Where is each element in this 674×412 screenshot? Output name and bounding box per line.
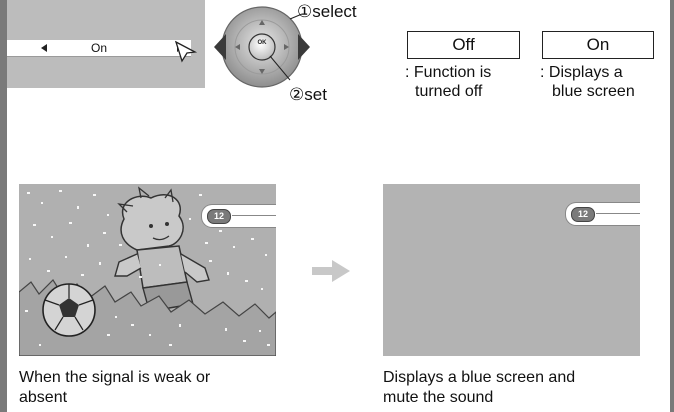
weak-signal-caption-line2: absent <box>19 389 68 406</box>
option-off-desc-line2: turned off <box>415 83 483 100</box>
option-on-label: On <box>542 31 654 59</box>
weak-signal-caption: When the signal is weak or absent <box>19 368 210 408</box>
channel-banner: 12 <box>201 204 276 228</box>
option-off-description: : Function is turned off <box>405 63 491 101</box>
option-on-desc-line2: blue screen <box>552 83 635 100</box>
blue-screen-caption: Displays a blue screen and mute the soun… <box>383 368 575 408</box>
ok-button[interactable]: OK <box>257 40 267 46</box>
channel-number: 12 <box>571 207 595 222</box>
menu-panel: On <box>7 0 205 88</box>
set-callout: ②set <box>289 85 327 104</box>
weak-signal-screen: 12 <box>19 184 276 356</box>
option-off-desc-line1: : Function is <box>405 64 492 81</box>
menu-setting-value: On <box>90 41 107 55</box>
channel-banner-line <box>232 215 276 216</box>
blue-screen-caption-line1: Displays a blue screen and <box>383 369 576 386</box>
blue-screen-caption-line2: mute the sound <box>383 389 494 406</box>
remote-dpad-illustration <box>214 6 310 88</box>
page-edge-left <box>0 0 7 412</box>
option-off-label: Off <box>407 31 520 59</box>
weak-signal-caption-line1: When the signal is weak or <box>19 369 211 386</box>
right-arrow-icon <box>312 260 350 282</box>
blue-screen: 12 <box>383 184 640 356</box>
option-on-description: : Displays a blue screen <box>540 63 635 101</box>
page-edge-right <box>670 0 674 412</box>
channel-banner: 12 <box>565 202 640 226</box>
channel-banner-line <box>596 213 640 214</box>
pointer-cursor-icon <box>174 40 198 63</box>
option-on-desc-line1: : Displays a <box>540 64 623 81</box>
left-arrow-icon[interactable] <box>41 44 47 52</box>
select-callout: ①select <box>297 2 357 21</box>
menu-setting-bar[interactable]: On <box>7 40 191 57</box>
channel-number: 12 <box>207 209 231 224</box>
